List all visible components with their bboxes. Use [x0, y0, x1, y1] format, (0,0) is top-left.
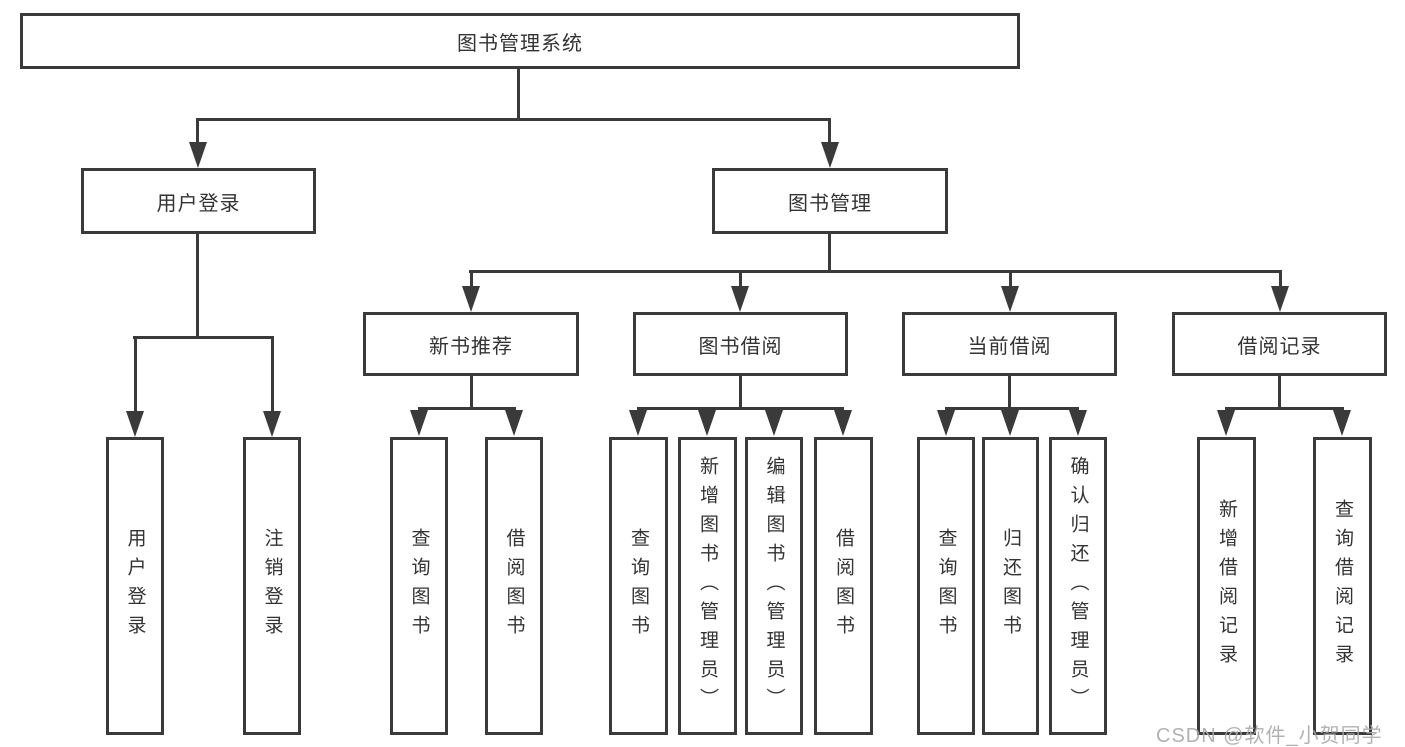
connector-arrow-icon [765, 410, 783, 436]
node-book-borrow-label: 图书借阅 [698, 335, 783, 358]
node-borrow-records-label: 借阅记录 [1237, 335, 1322, 358]
connector-arrow-icon [629, 410, 647, 436]
leaf-add-books-admin-label: 新增图书（管理员） [697, 455, 718, 717]
node-borrow-records: 借阅记录 [1172, 312, 1387, 376]
leaf-return-books-label: 归还图书 [1000, 528, 1021, 644]
leaf-current-query-books-label: 查询图书 [935, 528, 957, 644]
connector-arrow-icon [462, 286, 480, 312]
connector-arrow-icon [189, 142, 207, 168]
leaf-add-books-admin: 新增图书（管理员） [678, 437, 737, 735]
connector-arrow-icon [821, 142, 839, 168]
connector-line [828, 232, 831, 273]
leaf-confirm-return-admin-label: 确认归还（管理员） [1067, 455, 1089, 717]
leaf-query-borrow-record-label: 查询借阅记录 [1332, 499, 1353, 673]
connector-line [134, 336, 137, 412]
connector-arrow-icon [1001, 286, 1019, 312]
connector-line [1279, 270, 1282, 287]
node-book-management-label: 图书管理 [788, 192, 872, 215]
leaf-return-books: 归还图书 [982, 437, 1039, 735]
connector-line [739, 375, 742, 409]
leaf-confirm-return-admin: 确认归还（管理员） [1049, 437, 1107, 735]
leaf-add-borrow-record-label: 新增借阅记录 [1216, 499, 1237, 673]
connector-arrow-icon [505, 410, 523, 436]
leaf-edit-books-admin-label: 编辑图书（管理员） [763, 455, 785, 717]
leaf-recommend-query-books-label: 查询图书 [408, 528, 430, 644]
connector-arrow-icon [834, 410, 852, 436]
node-current-borrow-label: 当前借阅 [967, 335, 1052, 358]
node-root-label: 图书管理系统 [457, 32, 583, 55]
connector-line [470, 375, 473, 409]
leaf-logout-label: 注销登录 [261, 528, 283, 644]
node-book-management: 图书管理 [712, 168, 948, 234]
leaf-user-login: 用户登录 [106, 437, 164, 735]
connector-line [469, 270, 1281, 273]
connector-line [517, 68, 520, 120]
connector-line [1008, 375, 1011, 409]
connector-line [1278, 375, 1281, 409]
connector-arrow-icon [1001, 410, 1019, 436]
connector-line [1225, 407, 1344, 410]
connector-line [196, 232, 199, 339]
connector-line [637, 407, 844, 410]
connector-arrow-icon [1333, 410, 1351, 436]
leaf-current-query-books: 查询图书 [917, 437, 975, 735]
leaf-user-login-label: 用户登录 [124, 528, 146, 644]
node-user-login: 用户登录 [81, 168, 316, 234]
node-root: 图书管理系统 [20, 13, 1020, 69]
watermark: CSDN @软件_小贺同学 [1156, 725, 1383, 747]
connector-line [196, 118, 831, 121]
node-current-borrow: 当前借阅 [902, 312, 1117, 376]
connector-line [945, 407, 1079, 410]
connector-arrow-icon [937, 410, 955, 436]
connector-line [418, 407, 516, 410]
leaf-borrow-query-books: 查询图书 [609, 437, 668, 735]
leaf-borrow-books: 借阅图书 [814, 437, 873, 735]
connector-arrow-icon [126, 411, 144, 437]
leaf-edit-books-admin: 编辑图书（管理员） [745, 437, 803, 735]
connector-arrow-icon [1271, 286, 1289, 312]
connector-line [196, 118, 199, 144]
node-user-login-label: 用户登录 [156, 192, 241, 215]
connector-line [470, 270, 473, 287]
connector-arrow-icon [410, 410, 428, 436]
leaf-add-borrow-record: 新增借阅记录 [1197, 437, 1256, 735]
connector-line [271, 336, 274, 412]
leaf-recommend-query-books: 查询图书 [390, 437, 448, 735]
leaf-query-borrow-record: 查询借阅记录 [1313, 437, 1372, 735]
node-book-borrow: 图书借阅 [633, 312, 848, 376]
connector-line [739, 270, 742, 287]
connector-line [133, 336, 274, 339]
leaf-borrow-books-label: 借阅图书 [833, 528, 854, 644]
connector-line [828, 118, 831, 144]
connector-arrow-icon [1217, 410, 1235, 436]
leaf-recommend-borrow-books-label: 借阅图书 [503, 528, 525, 644]
node-new-book-recommend: 新书推荐 [363, 312, 579, 376]
connector-arrow-icon [263, 411, 281, 437]
leaf-borrow-query-books-label: 查询图书 [628, 528, 649, 644]
connector-line [1009, 270, 1012, 287]
connector-arrow-icon [731, 286, 749, 312]
leaf-logout: 注销登录 [243, 437, 301, 735]
connector-arrow-icon [1069, 410, 1087, 436]
node-new-book-recommend-label: 新书推荐 [429, 335, 513, 358]
connector-arrow-icon [698, 410, 716, 436]
leaf-recommend-borrow-books: 借阅图书 [485, 437, 543, 735]
